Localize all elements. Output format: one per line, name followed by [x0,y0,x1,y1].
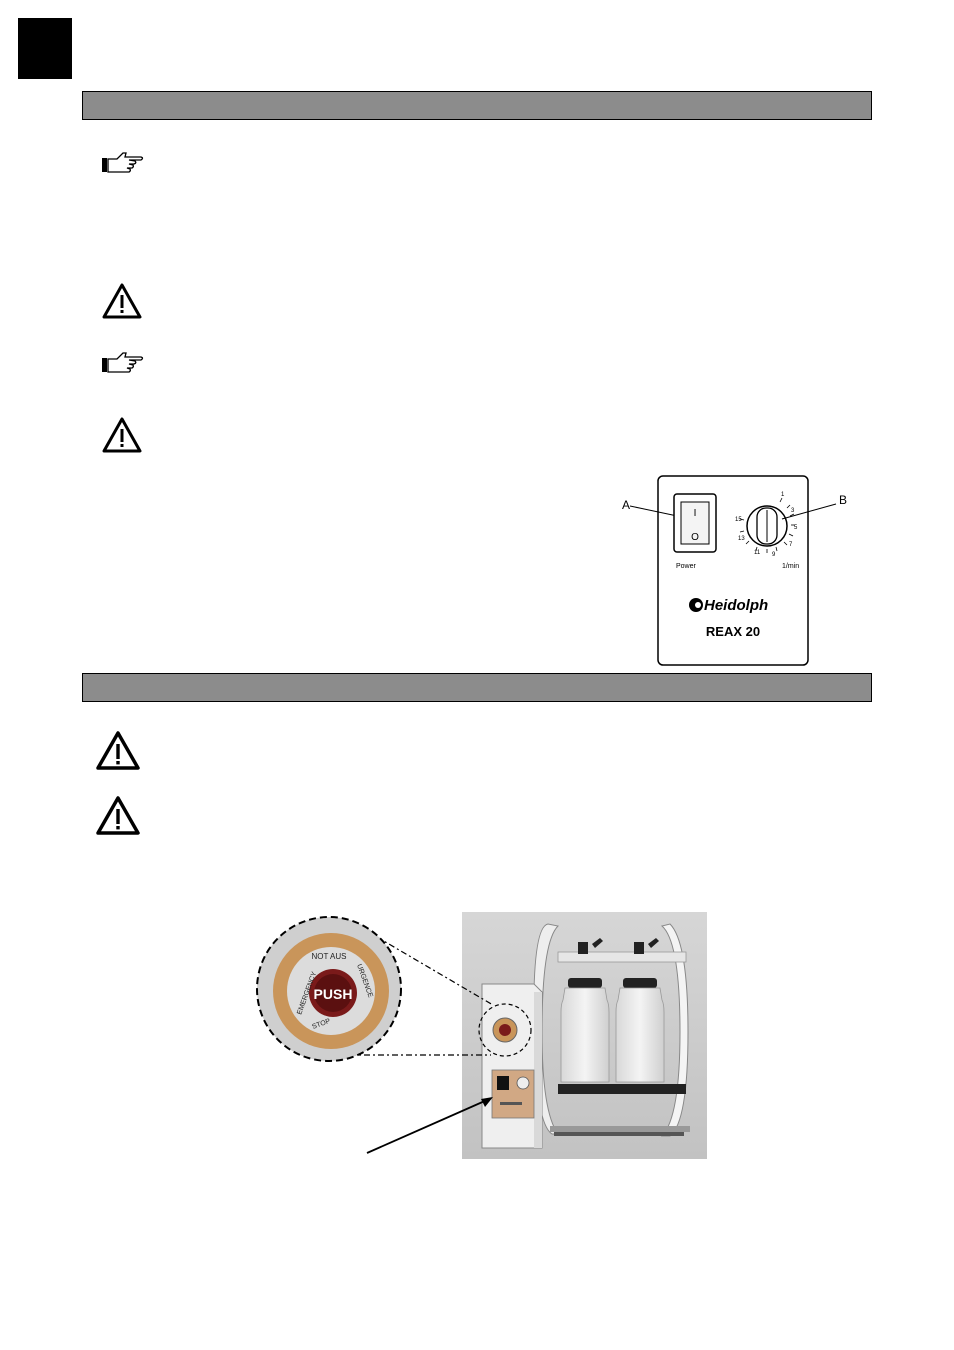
warning-triangle-icon [102,283,142,319]
speed-tick-11: 11 [754,550,761,556]
switch-on-symbol: I [694,508,697,519]
section-header-bar-1 [82,91,872,120]
control-panel-figure: A I O Power 1 3 5 7 9 11 1 [614,474,854,668]
speed-tick-15: 15 [735,517,742,523]
switch-off-symbol: O [691,532,699,543]
model-name: REAX 20 [706,624,760,639]
speed-tick-13: 13 [738,536,745,542]
speed-tick-3: 3 [791,508,795,514]
warning-triangle-icon [96,731,140,771]
callout-a: A [622,498,630,512]
power-label: Power [676,563,697,570]
emergency-stop-zoom: PUSH NOT AUS EMERGENCY URGENCE STOP [255,915,555,1180]
chapter-tab-marker [18,18,72,79]
section-header-bar-2 [82,673,872,702]
device-photo [462,912,707,1159]
callout-b: B [839,493,847,507]
speed-tick-5: 5 [794,525,798,531]
speed-unit-label: 1/min [782,563,799,570]
speed-tick-7: 7 [789,542,793,548]
speed-tick-1: 1 [781,492,785,498]
pointing-hand-icon [101,151,145,175]
speed-tick-9: 9 [772,552,776,558]
pointing-hand-icon [101,351,145,375]
ring-text-top: NOT AUS [312,952,347,961]
warning-triangle-icon [96,796,140,836]
warning-triangle-icon [102,417,142,453]
push-label: PUSH [314,986,353,1002]
brand-logo: Heidolph [704,597,768,614]
